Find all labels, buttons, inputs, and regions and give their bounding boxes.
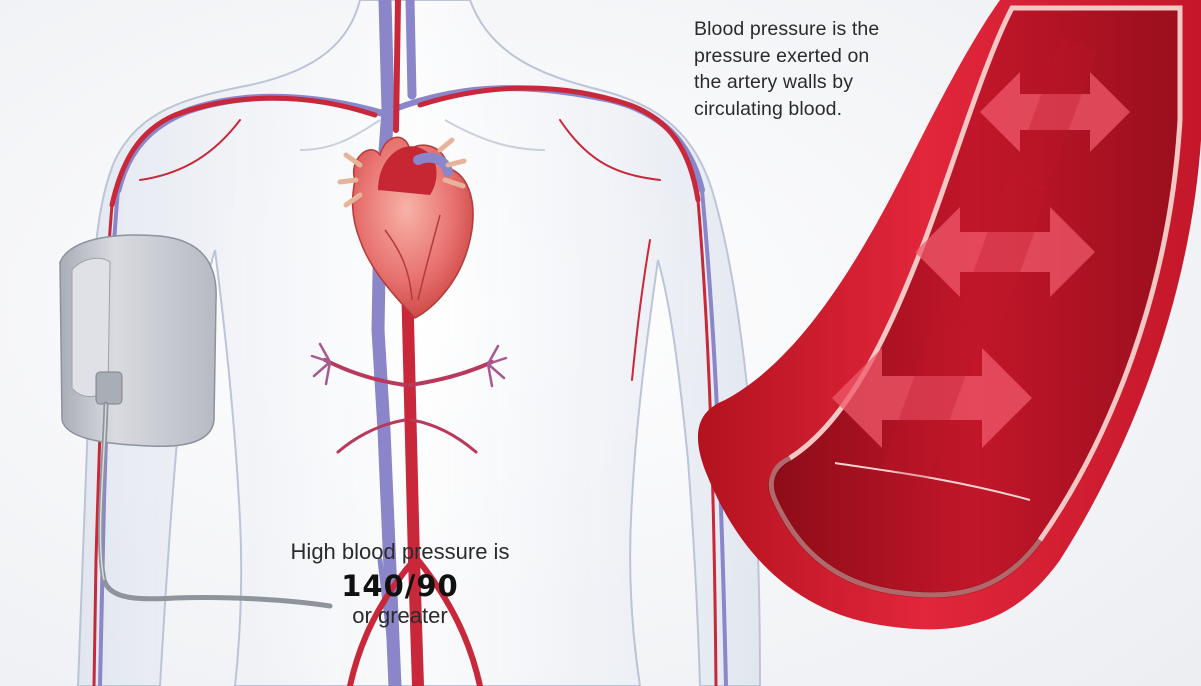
- threshold-caption: High blood pressure is 140/90 or greater: [230, 536, 570, 628]
- definition-line-1: Blood pressure is the: [694, 16, 964, 43]
- definition-line-4: circulating blood.: [694, 96, 964, 123]
- threshold-qualifier: or greater: [230, 604, 570, 628]
- definition-caption: Blood pressure is the pressure exerted o…: [694, 16, 964, 122]
- definition-line-3: the artery walls by: [694, 69, 964, 96]
- threshold-value: 140/90: [230, 568, 570, 604]
- threshold-label: High blood pressure is: [230, 536, 570, 568]
- definition-line-2: pressure exerted on: [694, 43, 964, 70]
